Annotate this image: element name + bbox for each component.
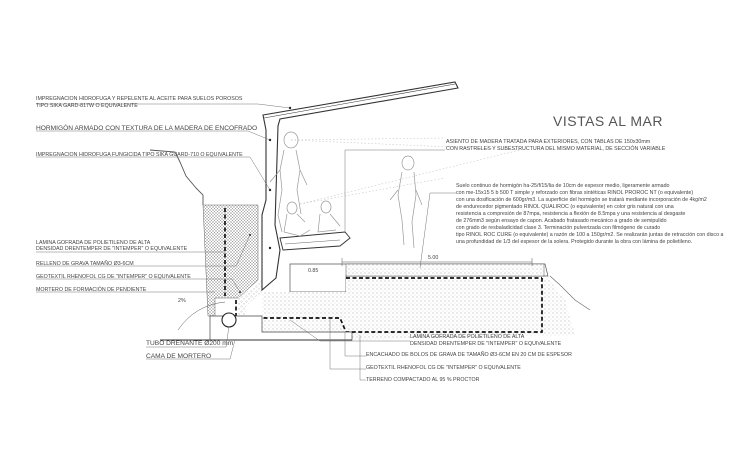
suelo-description: Suelo continuo de hormigón ha-25/f/15/li… xyxy=(456,183,723,245)
label-lamina-gofrada-1: LAMINA GOFRADA DE POLIETILENO DE ALTA xyxy=(36,240,151,246)
dimension-width: 5.00 xyxy=(428,255,438,261)
label-densidad-1: DENSIDAD DRENTEMPER DE "INTEMPER" O EQUI… xyxy=(36,246,188,252)
suelo-line: Suelo continuo de hormigón ha-25/f/15/li… xyxy=(456,183,670,189)
drain-pipe xyxy=(221,312,237,328)
compacted-soil xyxy=(262,278,575,340)
label-relleno-grava: RELLENO DE GRAVA TAMAÑO Ø3-6CM xyxy=(36,260,134,267)
sight-lines xyxy=(290,137,521,205)
suelo-line: de endurecedor pigmentado RINOL QUALIROC… xyxy=(456,204,674,210)
terrain-profile xyxy=(149,149,204,205)
soil-fill xyxy=(202,204,259,317)
suelo-line: resistencia a compresión de 87mpa, resis… xyxy=(456,211,685,217)
suelo-line: con una dosificación de 600gr/m3. La sup… xyxy=(456,197,707,203)
waterproof-membrane xyxy=(224,208,543,333)
suelo-line: tipo RINOL ROC CURE (o equivalente) a ra… xyxy=(456,232,723,238)
label-cama-mortero: CAMA DE MORTERO xyxy=(146,353,211,360)
slab-topping xyxy=(345,263,545,277)
label-asiento-2: CON RASTRELES Y SUBESTRUCTURA DEL MISMO … xyxy=(446,145,666,152)
label-impregnacion-fungicida: IMPREGNACION HIDROFUGA FUNGICIDA TIPO SI… xyxy=(36,152,243,158)
label-tubo-drenante: TUBO DRENANTE Ø200 mm xyxy=(146,340,234,347)
leader-lines xyxy=(36,103,456,381)
concrete-canopy xyxy=(261,81,459,292)
label-geotextil-1: GEOTEXTIL RHENOFOL CG DE "INTEMPER" O EQ… xyxy=(36,274,191,280)
label-geotextil-2: GEOTEXTIL RHENOFOL CG DE "INTEMPER" O EQ… xyxy=(366,365,521,371)
label-lamina-gofrada-2: LAMINA GOFRADA DE POLIETILENO DE ALTA xyxy=(410,334,525,340)
level-label: 0.85 xyxy=(308,268,318,274)
wooden-bench xyxy=(279,231,351,251)
drawing-title: VISTAS AL MAR xyxy=(553,113,663,129)
slope-label: 2% xyxy=(178,298,186,304)
label-hormigon-armado: HORMIGÓN ARMADO CON TEXTURA DE LA MADERA… xyxy=(36,123,257,132)
people-sketch xyxy=(269,131,423,249)
label-impregnacion-aceite: IMPREGNACION HIDROFUGA Y REPELENTE AL AC… xyxy=(36,96,243,102)
suelo-line: una profundidad de 1/3 del espesor de la… xyxy=(456,239,692,245)
label-tipo-sika: TIPO SIKA GARD-817W O EQUIVALENTE xyxy=(36,103,138,109)
suelo-line: de 276mm3 según ensayo de capon. Acabado… xyxy=(456,218,667,224)
label-terreno: TERRENO COMPACTADO AL 95 % PROCTOR xyxy=(366,377,480,383)
suelo-line: con grado de resbaladicidad clase 3. Ter… xyxy=(456,225,660,231)
label-asiento-1: ASIENTO DE MADERA TRATADA PARA EXTERIORE… xyxy=(446,139,651,145)
suelo-line: con me-15x15 5 b 500 T simple y reforzad… xyxy=(456,190,693,196)
label-mortero-pendiente: MORTERO DE FORMACIÓN DE PENDIENTE xyxy=(36,286,147,293)
label-encachado: ENCACHADO DE BOLOS DE GRAVA DE TAMAÑO Ø3… xyxy=(366,351,572,358)
label-densidad-2: DENSIDAD DRENTEMPER DE "INTEMPER" O EQUI… xyxy=(410,341,562,347)
